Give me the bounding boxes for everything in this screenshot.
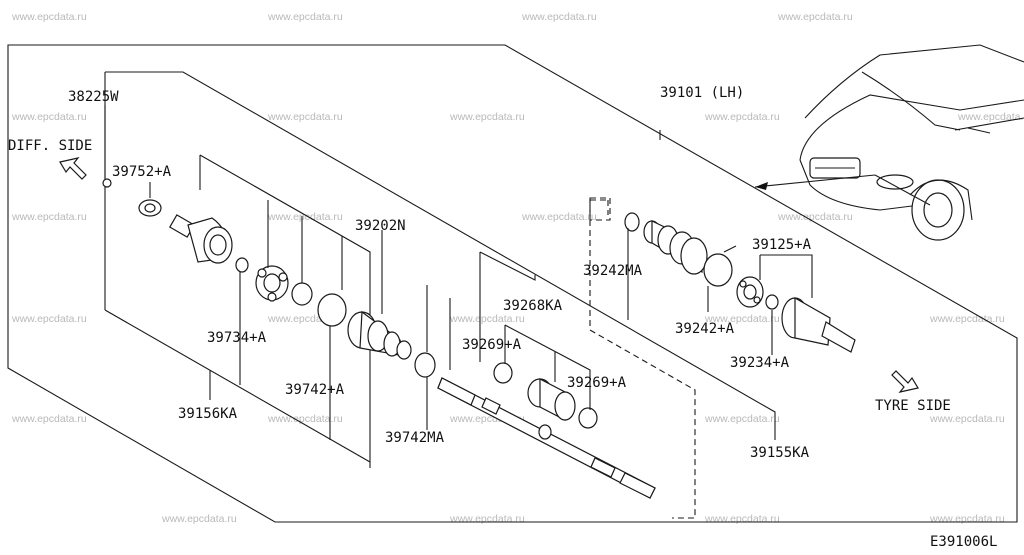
band-39742ma <box>414 352 436 378</box>
boot-kit-frame <box>589 200 696 519</box>
frame-line <box>104 309 371 463</box>
inner-boot-39742 <box>347 310 412 360</box>
watermark: www.epcdata.ru <box>777 11 853 23</box>
diff-side-arrow <box>59 157 87 180</box>
watermark: www.epcdata.ru <box>929 513 1005 525</box>
callout-39742ma: 39742MA <box>385 430 445 446</box>
callout-39101-lh: 39101 (LH) <box>660 85 744 101</box>
leader-lines <box>104 105 813 440</box>
car-bumper-line <box>799 159 921 211</box>
callout-39242ma: 39242MA <box>583 263 643 279</box>
snap-ring-39734 <box>235 257 249 273</box>
spider-assembly <box>255 265 289 302</box>
watermark: www.epcdata.ru <box>267 11 343 23</box>
callout-38225w: 38225W <box>68 89 119 105</box>
watermark: www.epcdata.ru <box>704 413 780 425</box>
outer-joint-housing <box>781 296 856 353</box>
callout-39156ka: 39156KA <box>178 406 238 422</box>
outer-boot-39242 <box>643 220 708 275</box>
callout-39234: 39234+A <box>730 355 790 371</box>
car-mirror <box>967 127 991 134</box>
watermark: www.epcdata.ru <box>704 513 780 525</box>
diff-side-label: DIFF. SIDE <box>8 138 92 154</box>
watermark: www.epcdata.ru <box>449 111 525 123</box>
watermark: www.epcdata.ru <box>161 513 237 525</box>
car-door-line <box>954 117 1024 131</box>
watermark: www.epcdata.ru <box>777 211 853 223</box>
watermark: www.epcdata.ru <box>11 413 87 425</box>
seal-39752 <box>138 199 162 217</box>
band-39269-left <box>493 362 513 384</box>
car-wheel-hub <box>923 192 953 228</box>
band-39742-small <box>291 282 313 306</box>
car-headlight <box>876 174 914 190</box>
boot-kit-corner <box>589 197 611 221</box>
inner-joint-housing <box>169 214 233 264</box>
drive-shaft <box>437 377 656 499</box>
vehicle-pointer <box>754 174 876 188</box>
band-39242ma <box>624 212 640 232</box>
car-driveshaft <box>874 174 931 206</box>
watermark: www.epcdata.ru <box>929 413 1005 425</box>
watermark: www.epcdata.ru <box>449 313 525 325</box>
callout-39125: 39125+A <box>752 237 812 253</box>
watermark: www.epcdata.ru <box>267 413 343 425</box>
callout-39269-a: 39269+A <box>462 337 522 353</box>
callout-39269-b: 39269+A <box>567 375 627 391</box>
car-roof-line <box>804 44 1024 119</box>
watermark: www.epcdata.ru <box>704 111 780 123</box>
callout-39155ka: 39155KA <box>750 445 810 461</box>
car-wheel-arch <box>909 179 973 221</box>
watermark: www.epcdata.ru <box>11 313 87 325</box>
callout-39268ka: 39268KA <box>503 298 563 314</box>
drawing-code: E391006L <box>930 534 997 550</box>
snap-ring-39234 <box>765 294 779 310</box>
callout-39742: 39742+A <box>285 382 345 398</box>
watermark: www.epcdata.ru <box>521 211 597 223</box>
car-windshield-line <box>861 71 961 131</box>
tyre-side-label: TYRE SIDE <box>875 398 951 414</box>
joint-kit-frame <box>199 154 371 468</box>
callout-39752: 39752+A <box>112 164 172 180</box>
watermark: www.epcdata.ru <box>267 111 343 123</box>
snap-ring-38225w <box>102 178 112 188</box>
car-hood-line <box>799 94 1024 161</box>
watermark: www.epcdata.ru <box>11 211 87 223</box>
assembly-frame <box>7 44 1018 523</box>
shaft-group-frame <box>105 71 776 440</box>
band-39269-right <box>578 407 598 429</box>
watermark: www.epcdata.ru <box>449 513 525 525</box>
band-39242 <box>703 253 733 287</box>
watermark: www.epcdata.ru <box>267 211 343 223</box>
callout-39242: 39242+A <box>675 321 735 337</box>
watermark-layer: www.epcdata.ru www.epcdata.ru www.epcdat… <box>11 11 1024 525</box>
outer-joint-cage-39125 <box>736 276 764 308</box>
watermark: www.epcdata.ru <box>704 313 780 325</box>
watermark: www.epcdata.ru <box>11 111 87 123</box>
damper-39268ka <box>527 378 576 421</box>
callout-39202n: 39202N <box>355 218 406 234</box>
callout-39734: 39734+A <box>207 330 267 346</box>
vehicle-illustration <box>799 44 1024 241</box>
tyre-side-arrow <box>891 370 919 393</box>
watermark: www.epcdata.ru <box>929 313 1005 325</box>
watermark: www.epcdata.ru <box>957 111 1024 123</box>
watermark: www.epcdata.ru <box>521 11 597 23</box>
watermark: www.epcdata.ru <box>11 11 87 23</box>
band-clip <box>723 245 737 253</box>
pointer-arrowhead <box>755 182 768 190</box>
band-39742-large <box>317 293 347 327</box>
